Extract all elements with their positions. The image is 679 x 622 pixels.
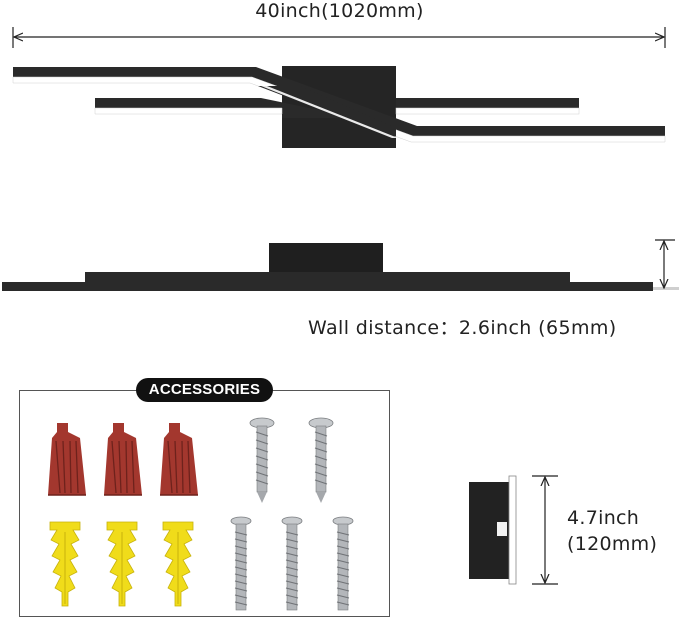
height-dimension-label: 4.7inch (120mm) <box>567 505 657 557</box>
long-screws <box>230 516 354 611</box>
screw-icon <box>230 516 252 611</box>
wall-anchor-icon <box>49 521 81 607</box>
wire-nut-icon <box>48 423 86 496</box>
side-lower-bar <box>2 282 653 291</box>
height-dimension <box>532 475 558 585</box>
lower-light-bar <box>94 98 580 118</box>
height-label-inch: 4.7inch <box>567 507 640 529</box>
wall-anchor-icon <box>106 521 138 607</box>
wall-distance-label: Wall distance：2.6inch (65mm) <box>308 317 617 339</box>
wire-nut-icon <box>160 423 198 496</box>
screw-icon <box>308 417 334 503</box>
width-dimension-line <box>12 27 666 48</box>
fixture-profile-view <box>469 475 517 585</box>
short-screws <box>249 417 334 503</box>
accessories-box <box>19 390 390 617</box>
screw-icon <box>281 516 303 611</box>
side-upper-bar <box>85 272 570 282</box>
width-dimension-label: 40inch(1020mm) <box>255 0 424 22</box>
accessories-title: ACCESSORIES <box>136 378 273 402</box>
height-label-mm: (120mm) <box>567 533 658 555</box>
screw-icon <box>332 516 354 611</box>
screw-icon <box>249 417 275 503</box>
wire-nuts <box>48 423 198 496</box>
wall-distance-dimension <box>655 239 675 288</box>
fixture-side-view <box>2 243 679 291</box>
fixture-top-view <box>12 66 666 148</box>
wall-anchors <box>49 521 194 607</box>
wire-nut-icon <box>104 423 142 496</box>
wall-anchor-icon <box>162 521 194 607</box>
